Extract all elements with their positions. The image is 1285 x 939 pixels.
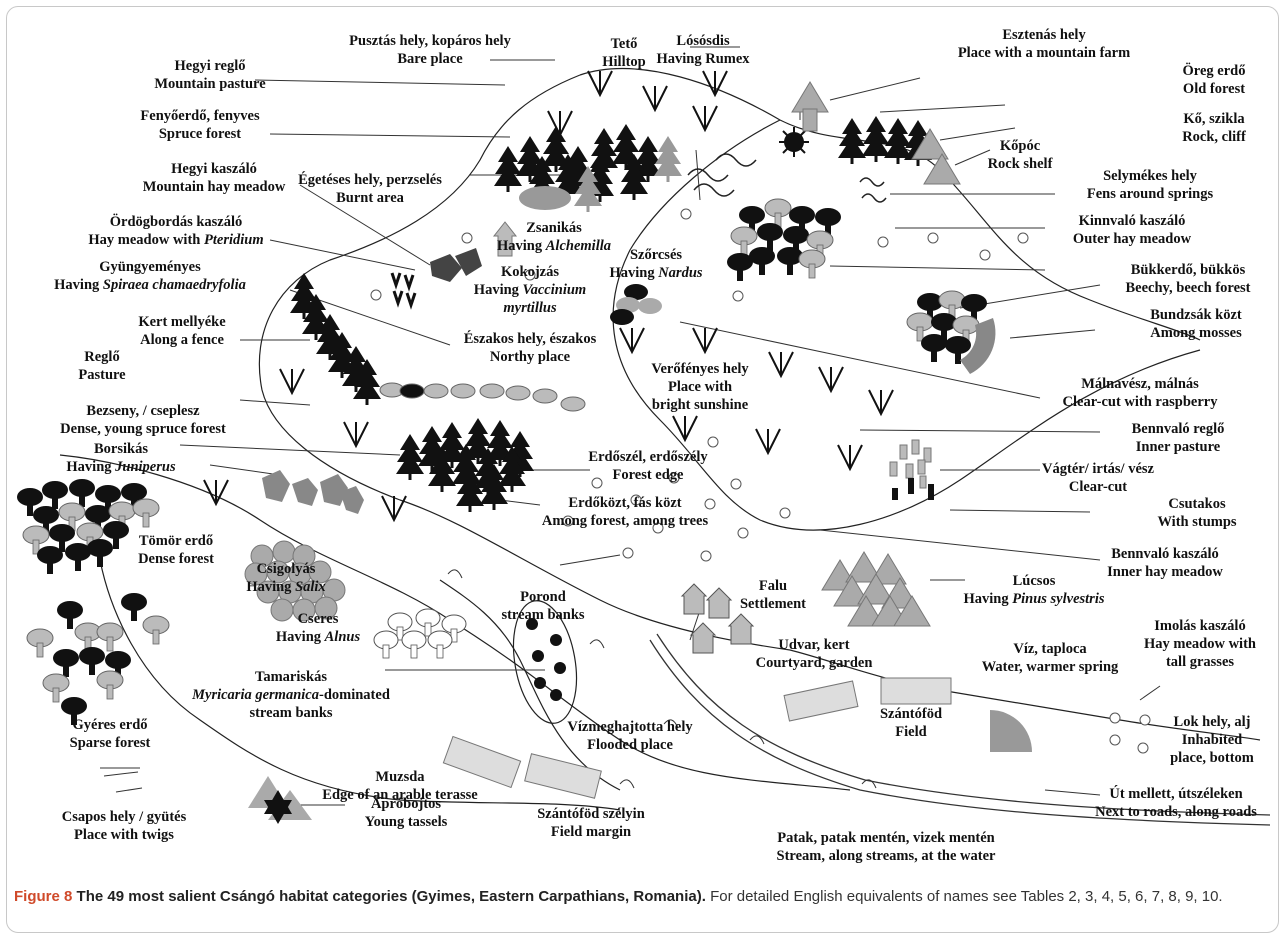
figure-caption: Figure 8 The 49 most salient Csángó habi…: [14, 886, 1276, 907]
caption-label: Figure 8: [14, 888, 73, 905]
figure-frame: [6, 6, 1279, 933]
caption-title: The 49 most salient Csángó habitat categ…: [76, 888, 706, 905]
caption-text: For detailed English equivalents of name…: [710, 888, 1223, 905]
